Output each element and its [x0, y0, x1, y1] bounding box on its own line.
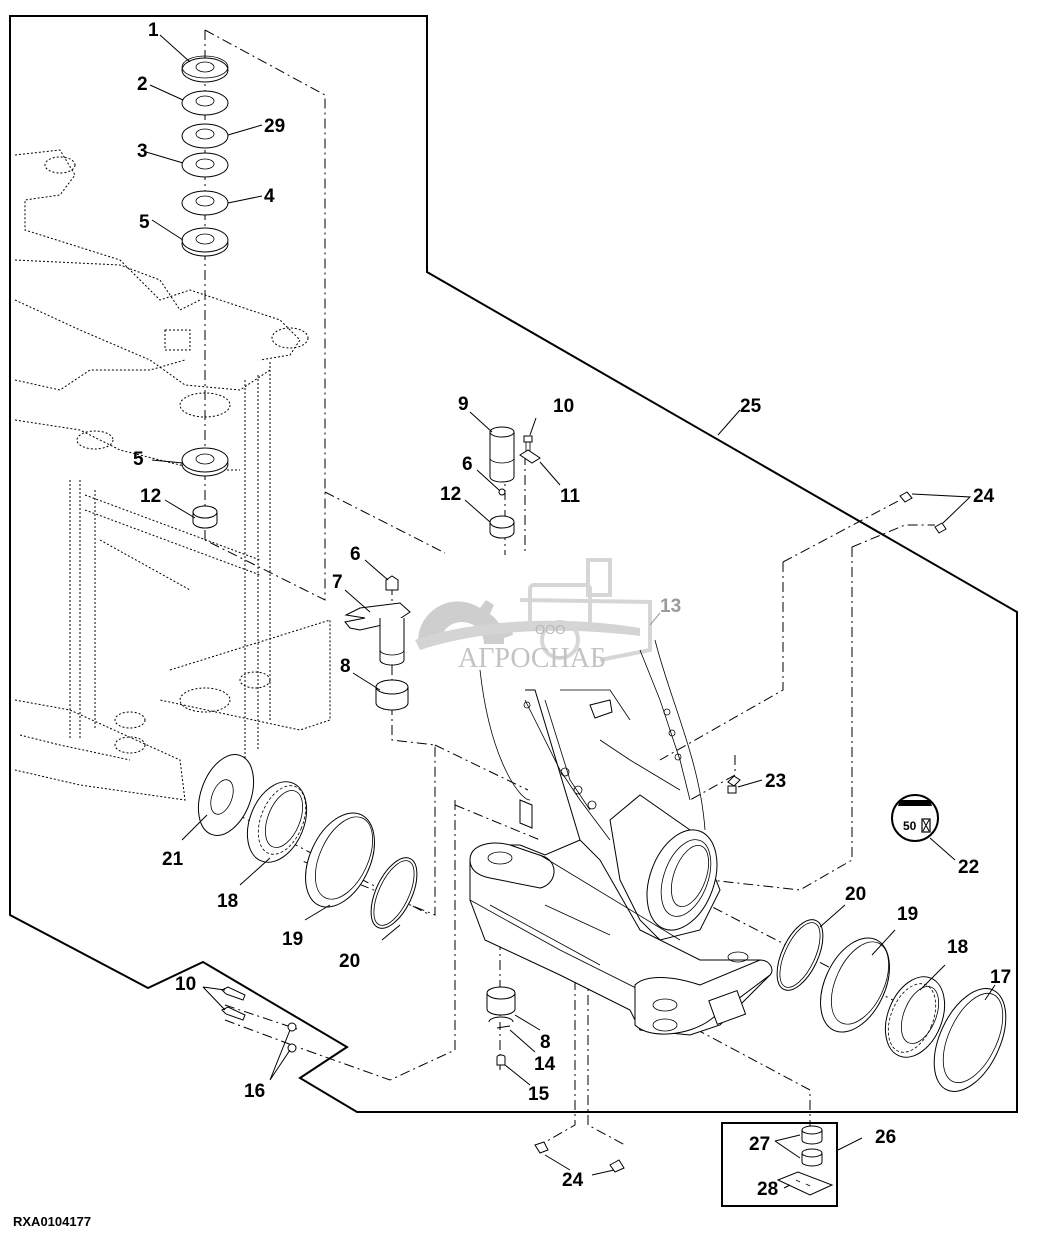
- plate-11: [519, 449, 541, 464]
- callout-12-upper: 12: [440, 484, 461, 505]
- callout-1: 1: [148, 20, 159, 41]
- callout-7: 7: [332, 572, 343, 593]
- callout-20-right: 20: [845, 884, 866, 905]
- seal-washer-5-lower: [181, 447, 229, 477]
- callout-14: 14: [534, 1054, 556, 1075]
- washer-3: [181, 152, 229, 178]
- callout-9: 9: [458, 394, 469, 415]
- callout-24-upper: 24: [973, 486, 995, 507]
- callout-2: 2: [137, 74, 148, 95]
- callout-28: 28: [757, 1179, 778, 1200]
- callout-17: 17: [990, 967, 1011, 988]
- callout-18-left: 18: [217, 891, 238, 912]
- callout-26: 26: [875, 1127, 896, 1148]
- kit-box: [721, 1122, 838, 1207]
- callout-19-left: 19: [282, 929, 303, 950]
- hourglass-icon: [921, 818, 931, 833]
- callout-27: 27: [749, 1134, 770, 1155]
- lube-interval-label: 50: [903, 819, 917, 833]
- callout-19-right: 19: [897, 904, 918, 925]
- washer-29: [181, 123, 229, 149]
- callout-15: 15: [528, 1084, 550, 1105]
- grease-fitting-6: [498, 488, 506, 496]
- bushing-8-lower: [486, 986, 516, 1016]
- callout-21: 21: [162, 849, 184, 870]
- callout-3: 3: [137, 141, 148, 162]
- figure-reference-code: RXA0104177: [13, 1214, 91, 1229]
- right-bearing-set: [776, 919, 1007, 1092]
- callout-11: 11: [560, 486, 581, 507]
- king-pin-upper: [489, 426, 541, 539]
- bolts-10-lower: [221, 986, 246, 1021]
- swoosh-shape: [415, 620, 640, 650]
- nuts-16: [287, 1022, 297, 1053]
- lubrication-interval-symbol: 50: [891, 794, 939, 842]
- callout-24-lower: 24: [562, 1170, 584, 1191]
- callout-23: 23: [765, 771, 786, 792]
- callout-25: 25: [740, 396, 762, 417]
- washer-4: [181, 190, 229, 216]
- bushing-8-upper: [375, 679, 409, 711]
- watermark: ООО АГРОСНАБ: [415, 558, 652, 674]
- bushing-12-left: [192, 505, 218, 529]
- assembly-boundary: [9, 15, 1018, 1113]
- callout-20-left: 20: [339, 951, 360, 972]
- callout-16: 16: [244, 1081, 265, 1102]
- washer-2: [181, 90, 229, 116]
- watermark-prefix: ООО: [535, 622, 565, 637]
- leader-lines: [145, 34, 996, 1189]
- callout-22: 22: [958, 857, 979, 878]
- retainer-plate-7: [344, 602, 411, 631]
- washer-stack: [181, 55, 229, 529]
- grease-fitting-23: [727, 775, 741, 794]
- callout-29: 29: [264, 116, 285, 137]
- callout-10-lower: 10: [175, 974, 196, 995]
- snap-ring-14: [488, 1016, 514, 1029]
- bearing-cup-19-right: [820, 937, 890, 1033]
- callout-13: 13: [660, 596, 681, 617]
- plate-28: [776, 1171, 834, 1196]
- seal-21: [197, 754, 255, 836]
- grease-fitting-6b: [385, 575, 399, 591]
- left-bearing-set: [197, 754, 418, 929]
- seal-17: [933, 988, 1007, 1092]
- callout-6-upper: 6: [462, 454, 473, 475]
- steering-knuckle-housing-13: [469, 639, 773, 1036]
- lower-pin-group: [486, 986, 516, 1066]
- cap-screws-24-upper: [899, 491, 947, 534]
- callout-18-right: 18: [947, 937, 968, 958]
- callout-12-left: 12: [140, 486, 161, 507]
- shim-20-left: [370, 857, 418, 929]
- callout-10-upper: 10: [553, 396, 574, 417]
- plug-15: [496, 1054, 506, 1066]
- kit-parts: [776, 1125, 834, 1196]
- callout-5-upper: 5: [139, 212, 150, 233]
- tractor-frame-phantom: [14, 149, 331, 801]
- watermark-name: АГРОСНАБ: [458, 643, 606, 674]
- bearing-cone-18-left: [246, 781, 308, 863]
- combine-harvester-icon: [519, 558, 652, 662]
- bearing-cone-18-right: [884, 976, 946, 1058]
- callout-6-lower: 6: [350, 544, 361, 565]
- seal-washer-5-upper: [181, 227, 229, 257]
- callout-8-upper: 8: [340, 656, 351, 677]
- king-pin-lower: [344, 575, 411, 711]
- shim-20-right: [776, 919, 824, 991]
- callout-8-lower: 8: [540, 1032, 551, 1053]
- washer-1: [181, 55, 229, 83]
- callout-5-lower: 5: [133, 449, 144, 470]
- callout-4: 4: [264, 186, 275, 207]
- callouts: 1 2 29 3 4 5 5 12 9 10 6 11 12 25 24 6 7…: [133, 20, 1011, 1200]
- cap-screws-24-lower: [534, 1141, 625, 1173]
- bearing-cup-19-left: [305, 812, 375, 908]
